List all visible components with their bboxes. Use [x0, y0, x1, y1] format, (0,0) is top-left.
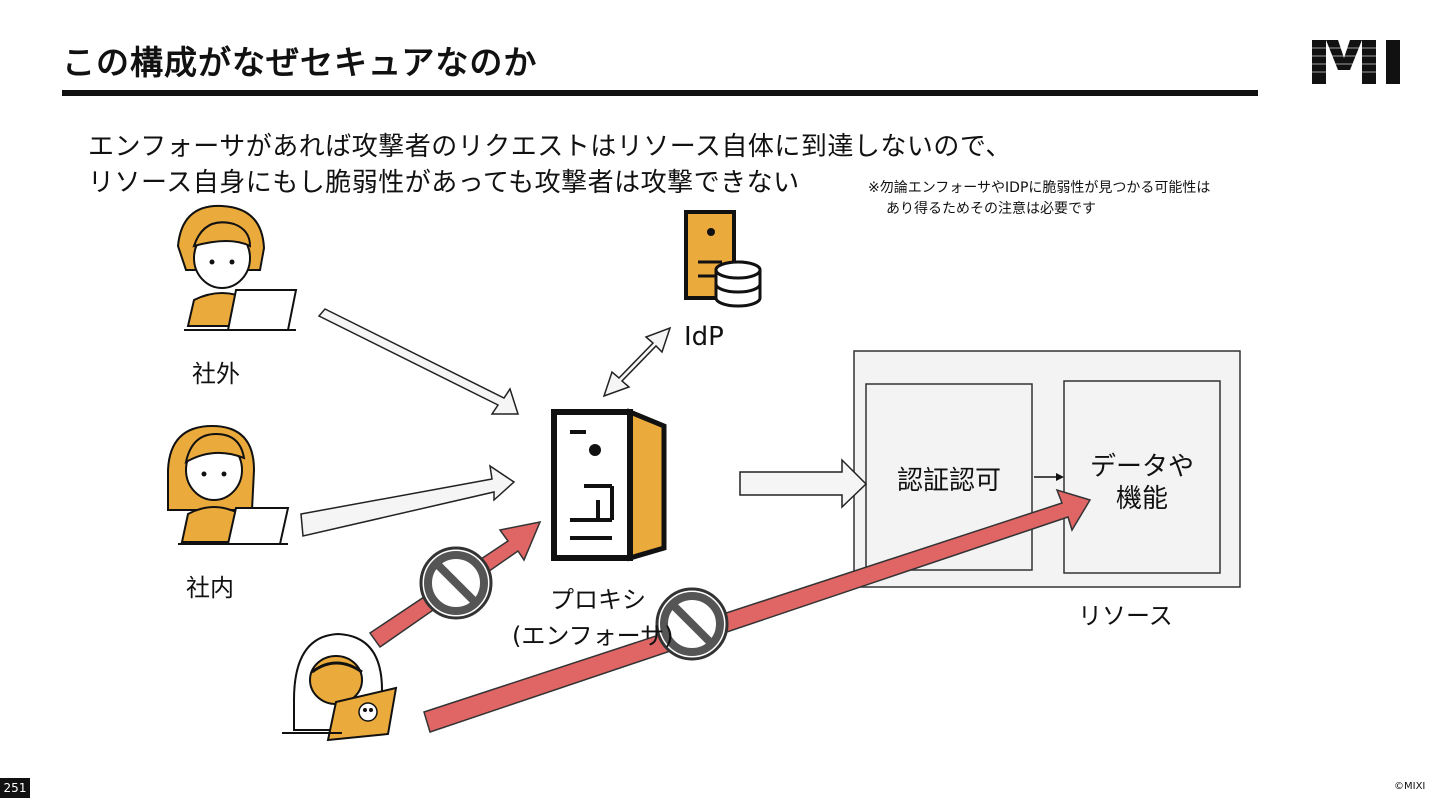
outside-to-proxy-arrow	[317, 308, 520, 415]
inside-user-label: 社内	[186, 574, 234, 602]
proxy-server-icon	[551, 408, 667, 562]
attacker-to-resource-blocked-arrow	[423, 488, 1092, 733]
data-box	[1063, 380, 1221, 574]
outside-user-icon	[176, 204, 298, 331]
proxy-label: プロキシ	[550, 586, 646, 614]
footnote-line: ※勿論エンフォーサやIDPに脆弱性が見つかる可能性は	[868, 180, 1211, 196]
copyright: ©MIXI	[1394, 781, 1426, 792]
idp-server-icon	[684, 210, 762, 308]
page-number: 251	[0, 778, 30, 798]
auth-box-label: 認証認可	[896, 466, 1001, 496]
inside-user-icon	[167, 424, 290, 545]
proxy-to-resource-arrow	[739, 458, 868, 509]
page-title: この構成がなぜセキュアなのか	[62, 43, 538, 82]
title-underline	[62, 90, 1258, 96]
hooded-attacker-icon	[282, 632, 398, 742]
proxy-sublabel: (エンフォーサ)	[512, 622, 674, 650]
outside-user-label: 社外	[192, 360, 240, 388]
resource-label: リソース	[1078, 602, 1173, 630]
lead-text-line: リソース自身にもし脆弱性があっても攻撃者は攻撃できない	[88, 168, 800, 198]
proxy-idp-double-arrow	[602, 326, 672, 398]
mixi-logo	[1312, 40, 1400, 84]
auth-to-data-arrow	[1034, 473, 1064, 481]
prohibited-icon	[421, 548, 491, 618]
inside-to-proxy-arrow	[300, 464, 516, 537]
data-box-label: 機能	[1115, 484, 1168, 514]
lead-text-line: エンフォーサがあれば攻撃者のリクエストはリソース自体に到達しないので、	[88, 132, 1012, 162]
data-box-label: データや	[1089, 452, 1194, 482]
footnote-line: あり得るためその注意は必要です	[886, 201, 1096, 217]
idp-label: IdP	[684, 322, 724, 352]
